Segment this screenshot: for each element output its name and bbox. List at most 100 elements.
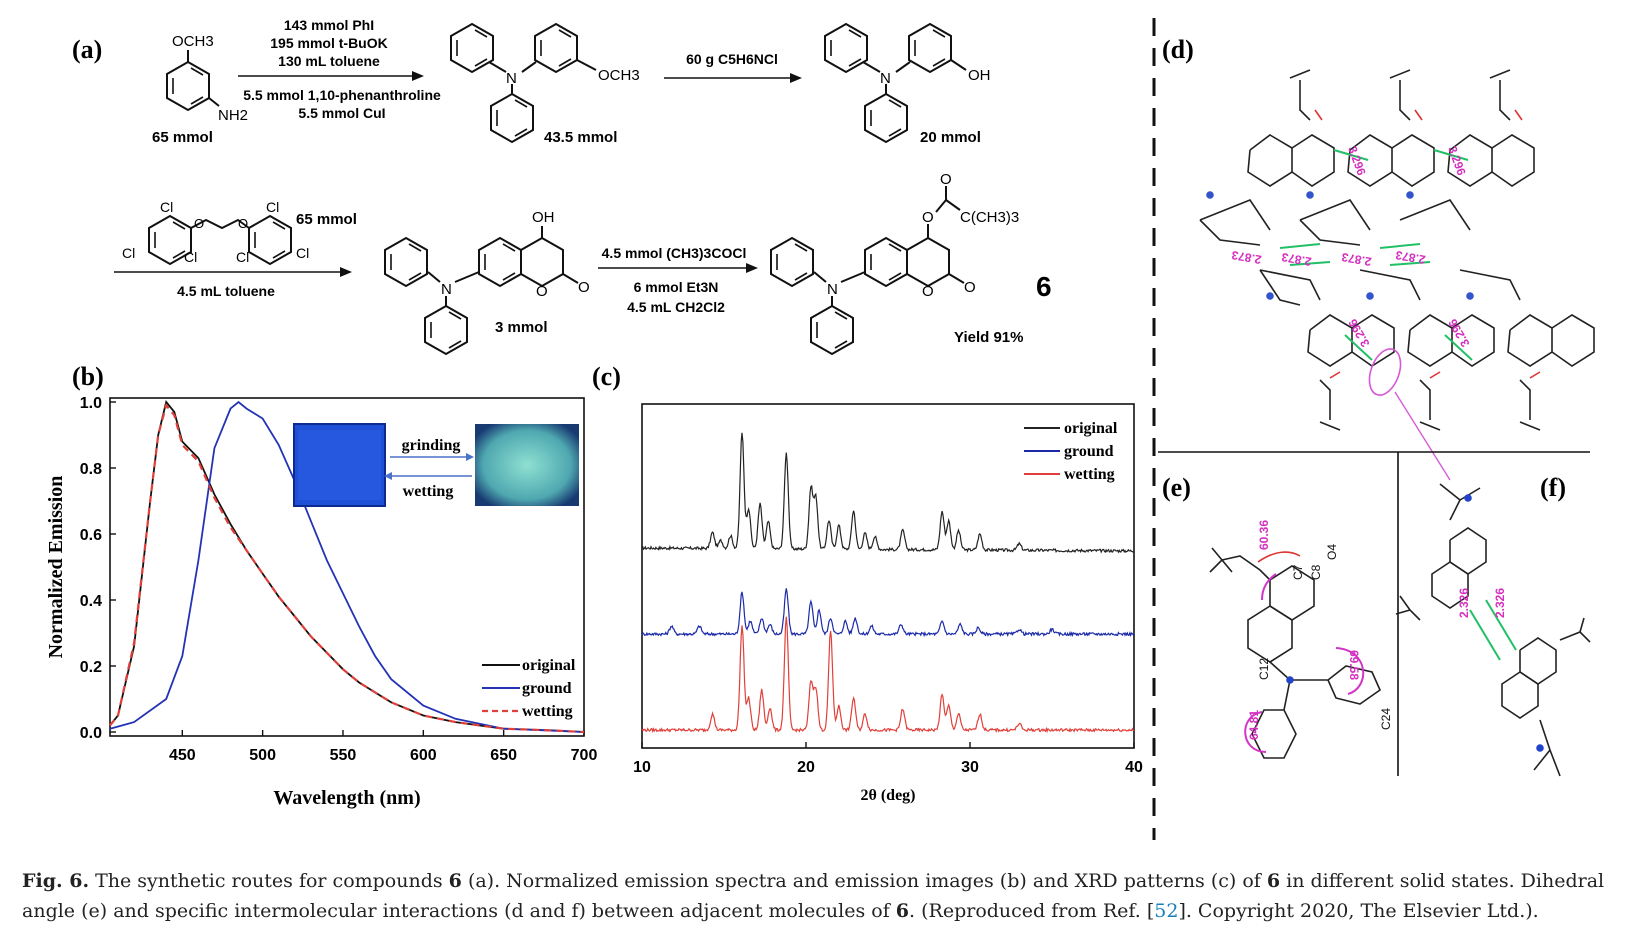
prod-substituent: C(CH3)3 [960, 209, 1019, 226]
xrd-series-original [641, 432, 1134, 554]
e-atom-1: C8 [1309, 564, 1323, 580]
figure-canvas: (a) OCH3 NH2 65 mmol 143 mmol PhI 195 mm… [45, 17, 1595, 840]
xrd-xtick-label: 40 [1125, 759, 1143, 776]
emission-xtick-label: 450 [169, 747, 196, 764]
reaction-arrow-2: 60 g C5H6NCl [664, 51, 802, 83]
inset-wetting-label: wetting [403, 483, 454, 500]
emission-ytick-label: 0.0 [80, 725, 102, 742]
sm-substituent: OCH3 [172, 33, 214, 50]
inset-ground-image [475, 424, 579, 506]
panel-label-d: (d) [1162, 35, 1194, 64]
panel-label-c: (c) [592, 362, 621, 391]
crystal-packing-d [1199, 69, 1595, 481]
caption-num-1: 6 [448, 870, 462, 892]
dihedral-structure-e [1209, 547, 1381, 759]
intermediate-1-structure: N OCH3 43.5 mmol [450, 23, 640, 146]
emission-ytick-label: 0.4 [80, 593, 102, 610]
legend-ground-c: ground [1064, 443, 1114, 460]
xrd-xlabel: 2θ (deg) [860, 787, 915, 804]
int2-nitrogen: N [880, 70, 891, 87]
malonate-amount: 65 mmol [296, 211, 357, 228]
legend-original-b: original [522, 657, 576, 674]
caption-ref-link[interactable]: 52 [1154, 900, 1179, 922]
prod-ring-o: O [922, 283, 934, 300]
int3-amount: 3 mmol [495, 319, 548, 336]
emission-ytick-label: 0.8 [80, 461, 102, 478]
step1-cond-below-1: 5.5 mmol CuI [298, 105, 385, 121]
legend-original-c: original [1064, 420, 1118, 437]
step2-cond: 60 g C5H6NCl [686, 51, 778, 67]
product-6-structure: N O O C(CH3)3 O O 6 Yield 91% [770, 171, 1052, 355]
caption-num-3: 6 [895, 900, 910, 922]
malonate-cl-3: Cl [184, 249, 197, 265]
emission-legend: original ground wetting [482, 657, 576, 720]
malonate-cl-4: Cl [266, 199, 279, 215]
d-label-6: 3.296 [1345, 316, 1372, 349]
int3-substituent: OH [532, 209, 555, 226]
d-label-2: 2.873 [1230, 248, 1262, 267]
xrd-xtick-label: 20 [797, 759, 815, 776]
int3-carbonyl-o: O [578, 279, 590, 296]
int2-amount: 20 mmol [920, 129, 981, 146]
malonate-cl-5: Cl [236, 249, 249, 265]
inset-grinding-label: grinding [402, 437, 461, 454]
step1-cond-0: 143 mmol PhI [284, 17, 374, 33]
emission-xtick-label: 650 [490, 747, 517, 764]
e-atom-4: C24 [1379, 708, 1393, 730]
panel-label-b: (b) [72, 362, 104, 391]
panel-label-f: (f) [1540, 473, 1566, 502]
prod-carbonyl-o: O [964, 279, 976, 296]
e-angle-1: 64.81 [1247, 710, 1261, 740]
f-label-0: 2.326 [1457, 588, 1471, 618]
f-label-1: 2.326 [1493, 588, 1507, 618]
xrd-series-ground [641, 588, 1135, 638]
emission-plot-frame [109, 397, 585, 737]
e-atom-3: C12 [1257, 658, 1271, 680]
malonate-cl-6: Cl [296, 245, 309, 261]
step3-cond: 4.5 mL toluene [177, 283, 275, 299]
e-atom-2: O4 [1325, 544, 1339, 560]
starting-material-structure: OCH3 NH2 65 mmol [152, 33, 248, 146]
e-angle-2: 69.58 [1347, 650, 1361, 680]
int3-ring-o: O [536, 283, 548, 300]
prod-ester-o: O [922, 209, 934, 226]
xrd-xtick-label: 30 [961, 759, 979, 776]
step4-cond-below-0: 6 mmol Et3N [634, 279, 719, 295]
step1-cond-1: 195 mmol t-BuOK [270, 35, 387, 51]
emission-xtick-label: 700 [571, 747, 598, 764]
int1-substituent: OCH3 [598, 67, 640, 84]
panel-label-a: (a) [72, 35, 102, 64]
d-label-3: 2.873 [1280, 250, 1312, 269]
malonate-cl-1: Cl [160, 199, 173, 215]
caption-num-2: 6 [1266, 870, 1281, 892]
crystal-structure-f [1395, 483, 1591, 777]
d-label-7: 3.296 [1445, 316, 1472, 349]
int3-nitrogen: N [441, 281, 452, 298]
xrd-xtick-label: 10 [633, 759, 651, 776]
malonate-o1: O [194, 216, 204, 231]
step4-cond-above: 4.5 mmol (CH3)3COCl [602, 245, 747, 261]
intermediate-3-structure: N OH O O 3 mmol [384, 209, 590, 355]
xrd-series-wetting [641, 616, 1135, 734]
intermediate-2-structure: N OH 20 mmol [824, 23, 991, 146]
emission-ytick-label: 1.0 [80, 395, 102, 412]
emission-ytick-label: 0.6 [80, 527, 102, 544]
caption-text-5: ]. Copyright 2020, The Elsevier Ltd.). [1178, 900, 1539, 922]
e-atom-0: C7 [1291, 564, 1305, 580]
emission-inset: grinding wetting [293, 423, 579, 507]
d-label-4: 2.873 [1340, 250, 1372, 269]
malonate-cl-2: Cl [122, 245, 135, 261]
reaction-arrow-1: 143 mmol PhI 195 mmol t-BuOK 130 mL tolu… [238, 17, 441, 121]
malonate-o2: O [238, 216, 248, 231]
d-label-5: 2.873 [1394, 248, 1426, 267]
emission-series-ground [109, 400, 585, 733]
emission-xtick-label: 600 [410, 747, 437, 764]
reaction-arrow-4: 4.5 mmol (CH3)3COCl 6 mmol Et3N 4.5 mL C… [598, 245, 758, 315]
sm-amine: NH2 [218, 107, 248, 124]
prod-nitrogen: N [827, 281, 838, 298]
step4-cond-below-1: 4.5 mL CH2Cl2 [627, 299, 725, 315]
prod-number: 6 [1036, 271, 1052, 302]
emission-xlabel: Wavelength (nm) [273, 787, 420, 809]
int2-substituent: OH [968, 67, 991, 84]
